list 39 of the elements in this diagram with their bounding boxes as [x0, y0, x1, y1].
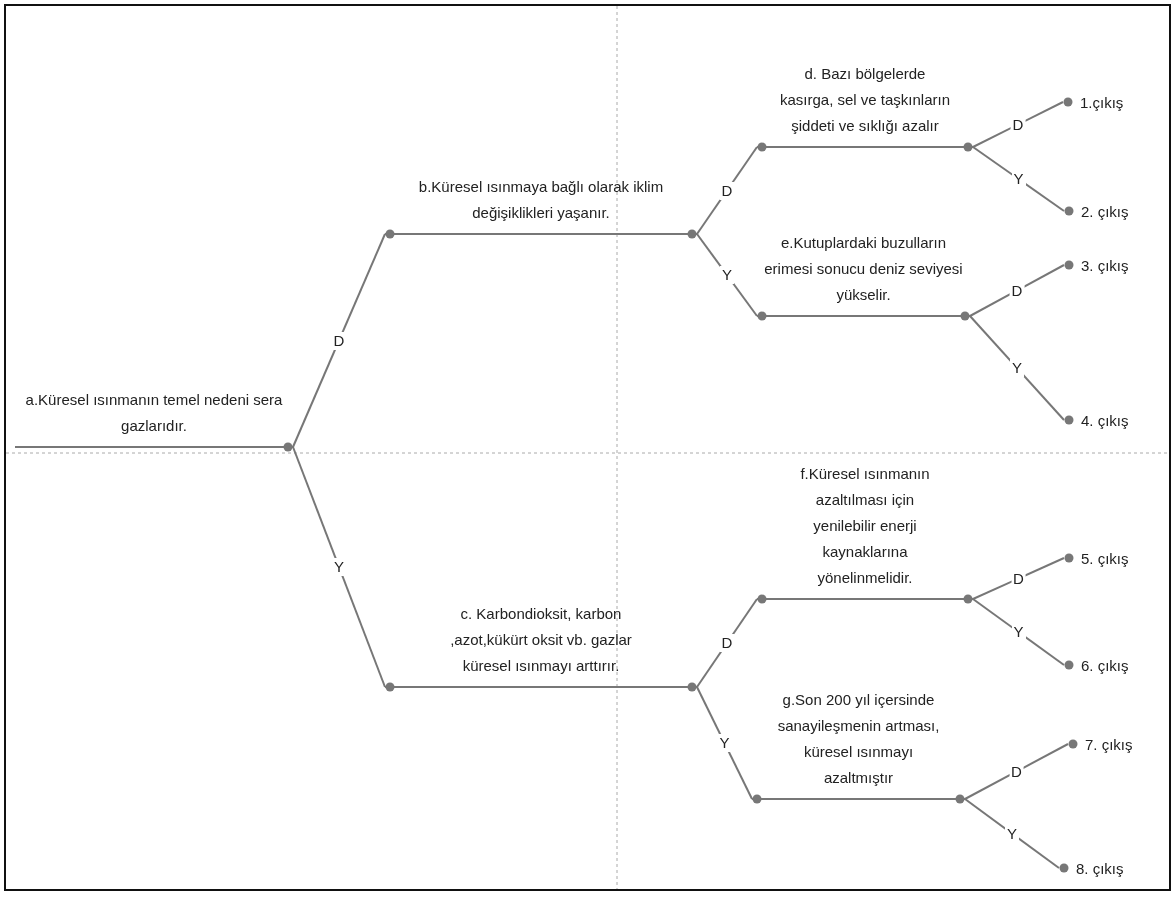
statement-text: d. Bazı bölgelerde kasırga, sel ve taşkınların şiddeti ve sıklığı azalır [778, 64, 952, 136]
statement-text: b.Küresel ısınmaya bağlı olarak iklim değişiklikleri yaşanır. [417, 177, 665, 223]
branch-line [696, 686, 753, 800]
branch-line [972, 598, 1065, 666]
branch-line [696, 598, 758, 688]
statement-text: a.Küresel ısınmanın temel nedeni sera gazlarıdır. [24, 390, 284, 436]
exit-label: 4. çıkış [1081, 411, 1129, 429]
edge-label: D [719, 181, 735, 200]
branch-line [292, 233, 386, 448]
exit-label: 2. çıkış [1081, 202, 1129, 220]
branch-line [969, 315, 1065, 421]
edge-label: Y [1005, 824, 1019, 843]
branch-line [696, 146, 758, 235]
edge-label: Y [1011, 623, 1026, 641]
branch-line [972, 101, 1064, 148]
exit-label: 5. çıkış [1081, 549, 1129, 567]
statement-text: c. Karbondioksit, karbon ,azot,kükürt oksit vb. gazlar küresel ısınmayı arttırır. [449, 604, 633, 676]
exit-label: 6. çıkış [1081, 656, 1129, 674]
exit-label: 3. çıkış [1081, 256, 1129, 274]
edge-label: Y [717, 734, 732, 752]
edge-label: D [331, 331, 347, 350]
exit-label: 1.çıkış [1080, 93, 1124, 111]
exit-label: 8. çıkış [1076, 859, 1124, 877]
edge-label: Y [1011, 170, 1026, 188]
statement-text: g.Son 200 yıl içersinde sanayileşmenin artması, küresel ısınmayı azaltmıştır [776, 690, 941, 788]
edge-label: Y [720, 266, 734, 284]
exit-label: 7. çıkış [1085, 735, 1133, 753]
branch-line [969, 264, 1065, 317]
branch-line [964, 743, 1069, 800]
edge-label: D [719, 634, 735, 652]
statement-text: f.Küresel ısınmanın azaltılması için yenilebilir enerji kaynaklarına yönelinmelidir. [799, 464, 931, 588]
edge-label: Y [332, 558, 346, 576]
branch-line [292, 446, 386, 688]
branch-line [696, 233, 758, 317]
branch-line [972, 557, 1065, 600]
edge-label: Y [1010, 359, 1024, 377]
branch-line [964, 798, 1060, 869]
statement-text: e.Kutuplardaki buzulların erimesi sonucu deniz seviyesi yükselir. [763, 233, 964, 305]
branch-line [972, 146, 1065, 212]
